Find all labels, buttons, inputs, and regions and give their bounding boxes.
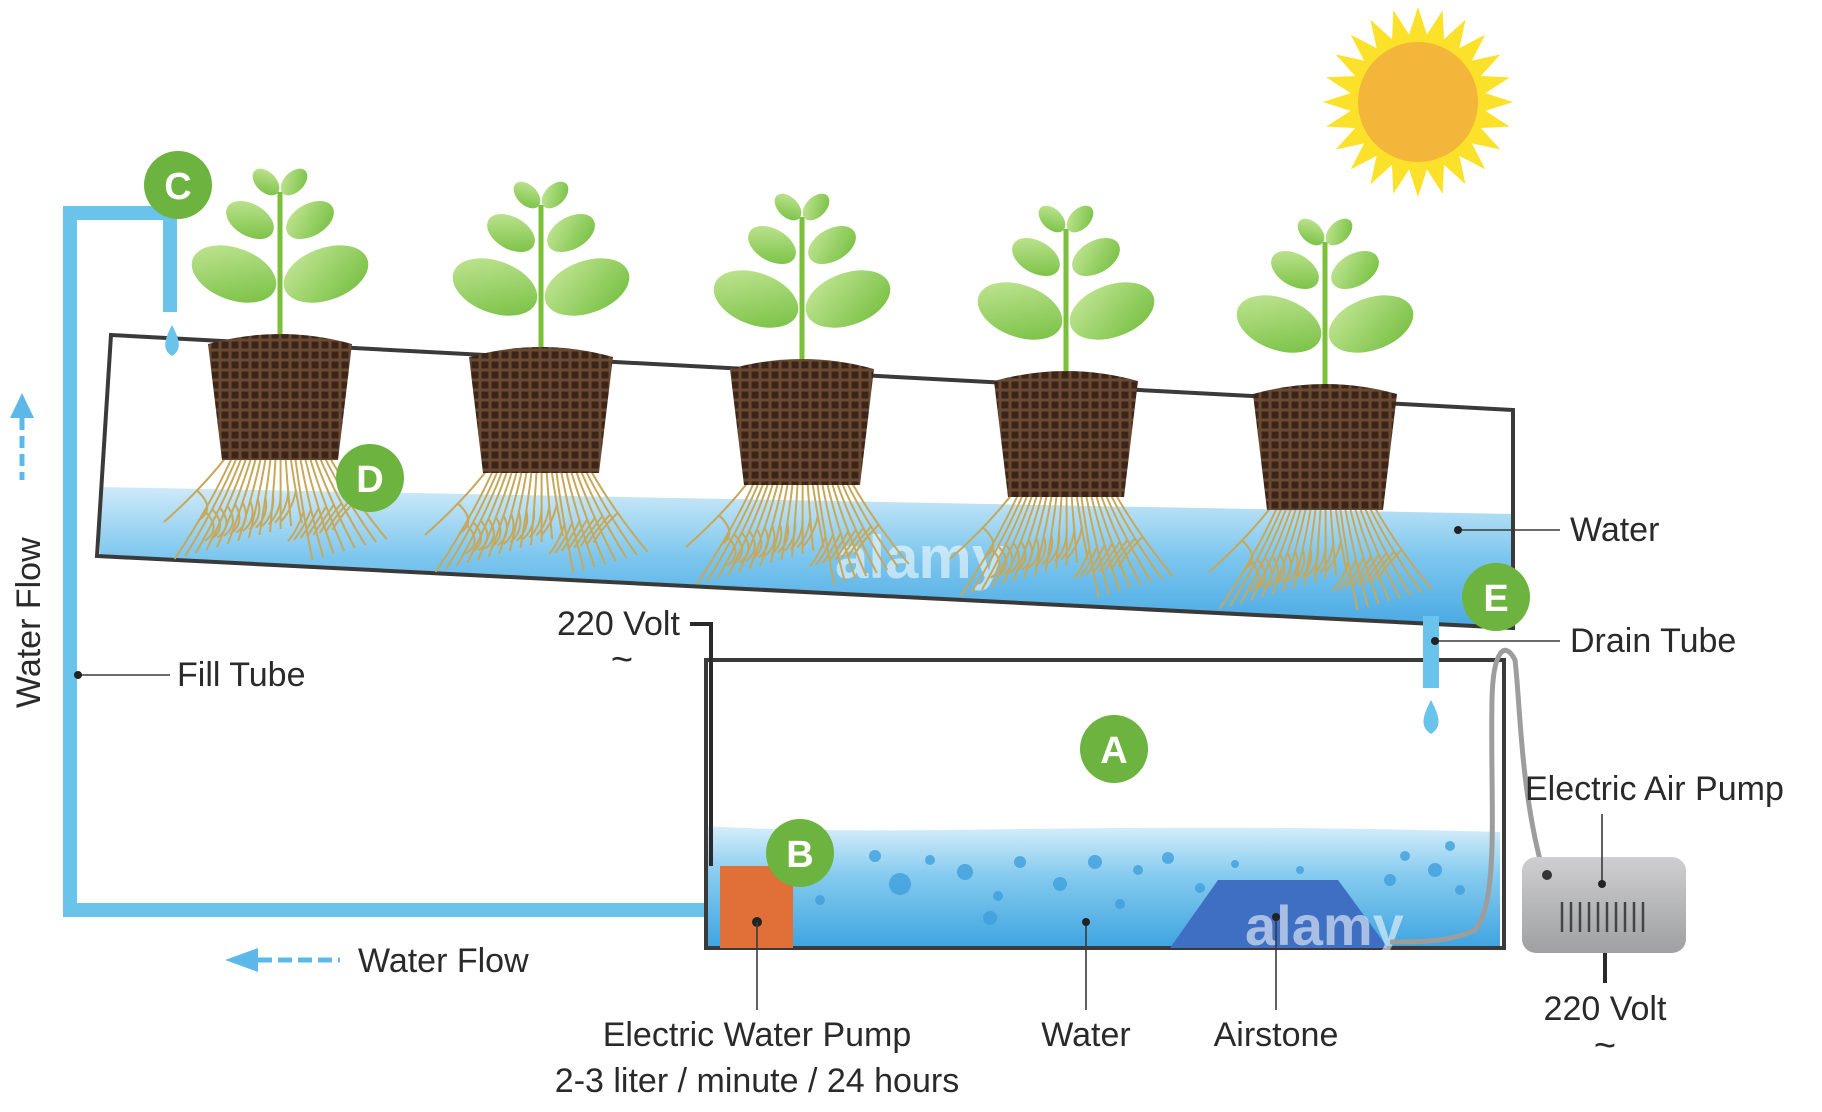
airstone bbox=[1170, 880, 1388, 948]
reservoir-outline bbox=[704, 658, 1506, 950]
badge-d: D bbox=[336, 444, 404, 512]
air-hose bbox=[1389, 647, 1543, 945]
ac-symbol-top: ~ bbox=[611, 639, 633, 681]
watermark-text: alamy bbox=[835, 524, 1006, 591]
svg-text:C: C bbox=[164, 166, 191, 208]
svg-text:B: B bbox=[786, 834, 813, 876]
net-pot bbox=[730, 359, 874, 485]
plant bbox=[1208, 218, 1433, 611]
ac-symbol-bottom: ~ bbox=[1594, 1025, 1616, 1067]
plant bbox=[163, 168, 388, 561]
svg-text:E: E bbox=[1483, 578, 1508, 620]
electric-air-pump bbox=[1522, 857, 1686, 983]
label-electric-air-pump: Electric Air Pump bbox=[1525, 770, 1784, 808]
label-water-flow-horizontal: Water Flow bbox=[358, 942, 529, 980]
water-drop-icon bbox=[165, 325, 179, 356]
label-airstone: Airstone bbox=[1214, 1016, 1339, 1054]
label-volt-top: 220 Volt bbox=[557, 605, 680, 643]
plant bbox=[424, 181, 649, 574]
label-electric-water-pump: Electric Water Pump bbox=[603, 1016, 912, 1054]
net-pot bbox=[469, 347, 613, 473]
label-water-top: Water bbox=[1570, 511, 1659, 549]
tray-water bbox=[100, 487, 1513, 628]
arrow-up-icon bbox=[10, 393, 34, 480]
label-volt-bottom: 220 Volt bbox=[1544, 990, 1667, 1028]
watermark-text-2: alamy bbox=[1245, 894, 1404, 957]
badge-e: E bbox=[1462, 563, 1530, 631]
plant-group bbox=[163, 168, 1433, 611]
badge-b: B bbox=[766, 819, 834, 887]
sun-icon bbox=[1323, 7, 1513, 197]
label-water-reservoir: Water bbox=[1041, 1016, 1130, 1054]
label-pump-rate: 2-3 liter / minute / 24 hours bbox=[555, 1062, 959, 1100]
reservoir-tank: alamy bbox=[704, 658, 1506, 957]
leader-lines bbox=[74, 526, 1606, 1010]
power-cord bbox=[690, 622, 713, 866]
net-pot bbox=[208, 334, 352, 460]
net-pot bbox=[994, 371, 1138, 497]
label-drain-tube: Drain Tube bbox=[1570, 622, 1736, 660]
water-drop-icon-2 bbox=[1423, 700, 1439, 734]
svg-text:A: A bbox=[1100, 730, 1127, 772]
badge-c: C bbox=[144, 151, 212, 219]
net-pot bbox=[1253, 384, 1397, 510]
plant bbox=[685, 193, 910, 586]
plant bbox=[949, 205, 1174, 598]
badge-a: A bbox=[1080, 715, 1148, 783]
label-fill-tube: Fill Tube bbox=[177, 656, 306, 694]
fill-tube bbox=[63, 206, 715, 917]
air-bubbles bbox=[815, 841, 1465, 925]
label-water-flow-vertical: Water Flow bbox=[10, 537, 48, 708]
arrow-left-icon bbox=[225, 948, 340, 972]
svg-text:D: D bbox=[356, 459, 383, 501]
drain-tube bbox=[1423, 616, 1439, 734]
